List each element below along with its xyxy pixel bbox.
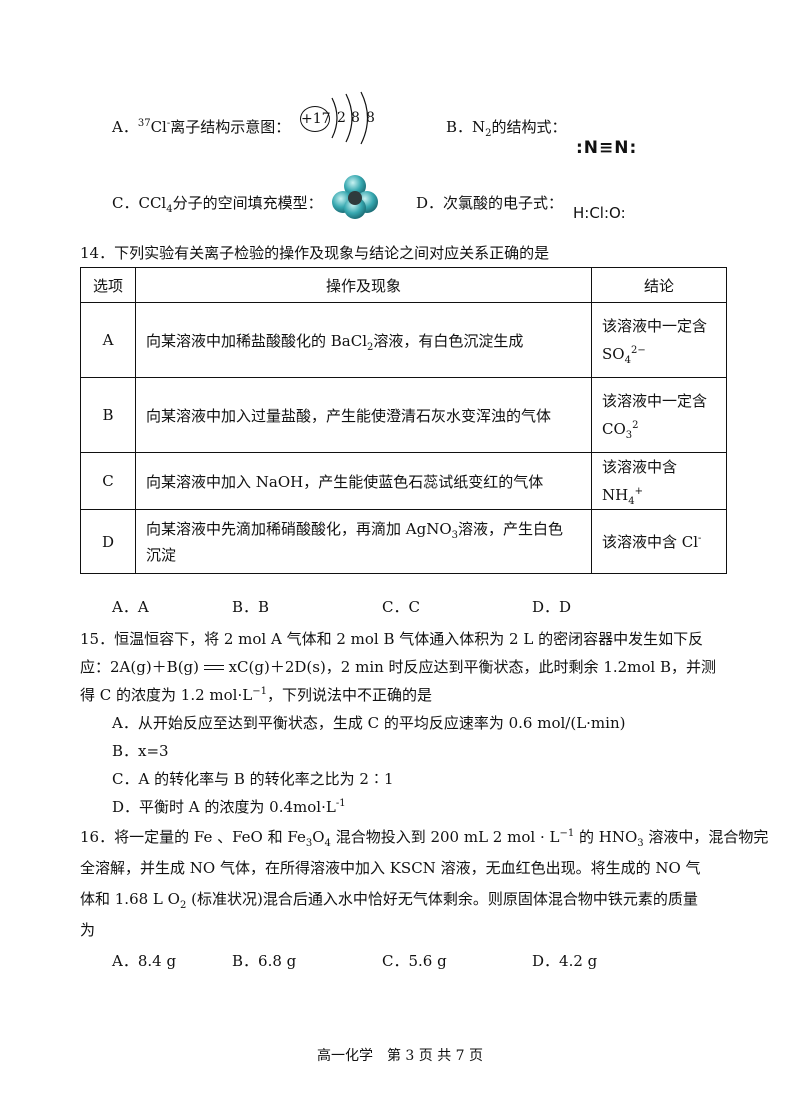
q14-choice-b: B．B: [232, 598, 270, 616]
q15-option-a: A．从开始反应至达到平衡状态，生成 C 的平均反应速率为 0.6 mol/(L·…: [112, 714, 626, 732]
ccl4-space-filling-model: [332, 175, 378, 219]
operation-cell: 向某溶液中加入过量盐酸，产生能使澄清石灰水变浑浊的气体: [135, 377, 592, 453]
operation-cell: 向某溶液中加入 NaOH，产生能使蓝色石蕊试纸变红的气体: [135, 452, 592, 510]
q16-choice-c: C．5.6 g: [382, 952, 447, 970]
q16-choice-b: B．6.8 g: [232, 952, 297, 970]
q15-option-c: C．A 的转化率与 B 的转化率之比为 2∶1: [112, 770, 394, 788]
header-conclusion: 结论: [591, 267, 727, 303]
q14-choice-a: A．A: [112, 598, 149, 616]
shell-1: 2: [337, 110, 346, 126]
electron-shell-arcs: [331, 91, 369, 145]
q16-choice-d: D．4.2 g: [532, 952, 598, 970]
hclo-electron-formula: H:Cl:O:: [573, 204, 626, 222]
q13-option-a: A．37Cl-离子结构示意图：: [112, 118, 291, 136]
q15-option-d: D．平衡时 A 的浓度为 0.4mol·L-1: [112, 798, 346, 816]
header-option: 选项: [80, 267, 136, 303]
header-operation: 操作及现象: [135, 267, 592, 303]
nucleus: +17: [300, 106, 331, 132]
conclusion-cell: 该溶液中含 Cl-: [591, 509, 727, 574]
operation-cell: 向某溶液中先滴加稀硝酸酸化，再滴加 AgNO3溶液，产生白色沉淀: [135, 509, 592, 574]
shell-3: 8: [366, 110, 375, 126]
shell-2: 8: [351, 110, 360, 126]
q13-option-b: B．N2的结构式：: [446, 118, 567, 139]
q14-table: 选项 操作及现象 结论 A 向某溶液中加稀盐酸酸化的 BaCl2溶液，有白色沉淀…: [80, 267, 727, 574]
equilibrium-arrow-icon: [203, 663, 224, 673]
q15-stem-line-1: 15．恒温恒容下，将 2 mol A 气体和 2 mol B 气体通入体积为 2…: [80, 630, 704, 648]
table-row: D 向某溶液中先滴加稀硝酸酸化，再滴加 AgNO3溶液，产生白色沉淀 该溶液中含…: [80, 509, 727, 574]
operation-cell: 向某溶液中加稀盐酸酸化的 BaCl2溶液，有白色沉淀生成: [135, 302, 592, 378]
q15-option-b: B．x=3: [112, 742, 169, 760]
table-row: C 向某溶液中加入 NaOH，产生能使蓝色石蕊试纸变红的气体 该溶液中含 NH4…: [80, 452, 727, 510]
q13-option-d: D．次氯酸的电子式：: [416, 194, 564, 212]
q14-stem: 14．下列实验有关离子检验的操作及现象与结论之间对应关系正确的是: [80, 244, 550, 262]
q16-choice-a: A．8.4 g: [112, 952, 177, 970]
page-footer: 高一化学 第 3 页 共 7 页: [316, 1048, 484, 1064]
q16-stem-line-4: 为: [80, 921, 96, 939]
q15-stem-line-2: 应：2A(g)＋B(g) xC(g)＋2D(s)，2 min 时反应达到平衡状态…: [80, 658, 717, 676]
q14-choice-d: D．D: [532, 598, 572, 616]
q13-option-c: C．CCl4分子的空间填充模型：: [112, 194, 323, 215]
q16-stem-line-1: 16．将一定量的 Fe 、FeO 和 Fe3O4 混合物投入到 200 mL 2…: [80, 828, 769, 849]
table-header-row: 选项 操作及现象 结论: [80, 267, 727, 303]
q16-stem-line-2: 全溶解，并生成 NO 气体，在所得溶液中加入 KSCN 溶液，无血红色出现。将生…: [80, 859, 701, 877]
q15-stem-line-3: 得 C 的浓度为 1.2 mol·L−1，下列说法中不正确的是: [80, 686, 432, 704]
q14-choice-c: C．C: [382, 598, 420, 616]
conclusion-cell: 该溶液中含 NH4+: [591, 452, 727, 510]
n2-structural-formula: :N≡N:: [576, 138, 638, 158]
q16-stem-line-3: 体和 1.68 L O2 (标准状况)混合后通入水中恰好无气体剩余。则原固体混合…: [80, 890, 698, 911]
